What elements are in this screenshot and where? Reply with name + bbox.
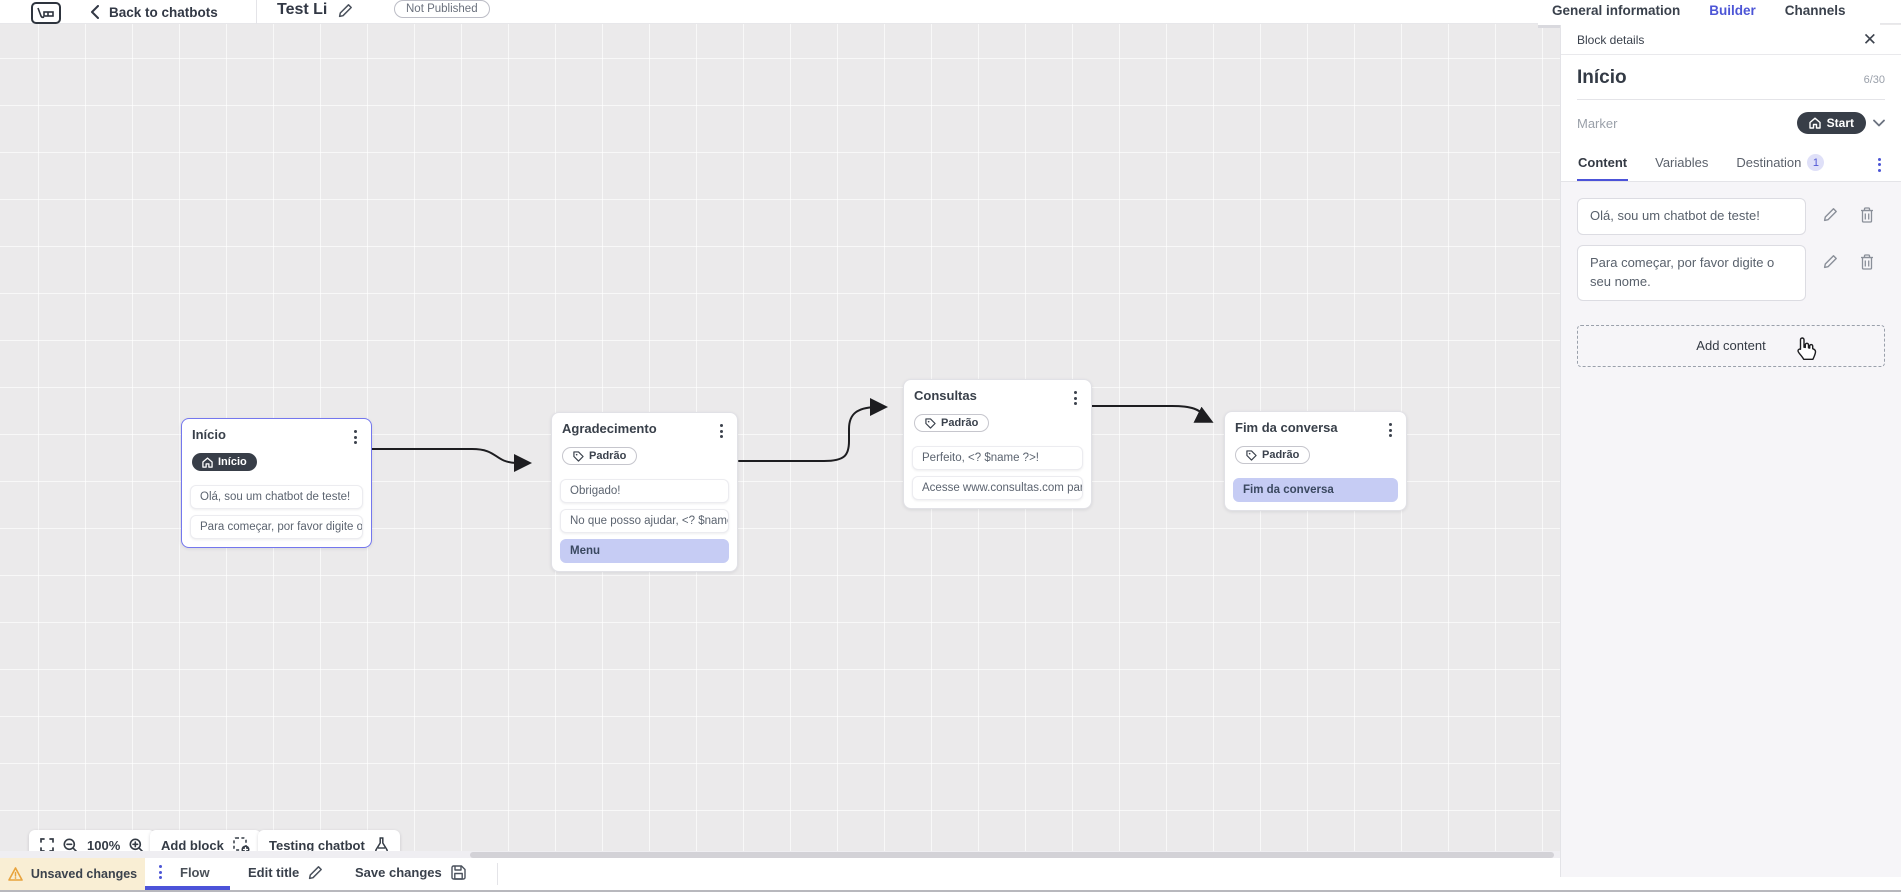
panel-title: Block details [1577,32,1645,47]
publish-status-badge: Not Published [394,0,490,18]
warning-icon [8,867,23,881]
node-item[interactable]: Obrigado! [560,479,729,503]
tab-builder[interactable]: Builder [1707,0,1758,28]
edit-message-icon[interactable] [1823,207,1838,228]
flow-node-inicio[interactable]: Início Início Olá, sou um chatbot de tes… [181,418,372,548]
fullscreen-icon[interactable] [40,838,54,852]
header-divider [256,0,257,24]
panel-tabs: Content Variables Destination 1 [1561,148,1901,182]
edit-message-icon[interactable] [1823,254,1838,275]
char-counter: 6/30 [1863,74,1885,86]
marker-start-badge[interactable]: Start [1796,112,1866,134]
node-item[interactable]: Perfeito, <? $name ?>! [912,446,1083,470]
flow-menu-icon[interactable] [155,862,166,882]
message-row: Olá, sou um chatbot de teste! [1577,198,1885,235]
node-menu-icon[interactable] [350,427,361,447]
node-tag: Padrão [562,447,638,465]
node-title: Agradecimento [562,421,657,436]
tab-channels[interactable]: Channels [1784,3,1846,18]
save-changes-button[interactable]: Save changes [355,858,466,886]
save-icon [451,864,466,880]
message-row: Para começar, por favor digite o seu nom… [1577,244,1885,301]
block-details-panel: Block details ✕ Início 6/30 Marker Start… [1560,25,1901,877]
tab-destination[interactable]: Destination 1 [1735,148,1825,182]
delete-message-icon[interactable] [1860,254,1874,275]
add-content-button[interactable]: Add content [1577,324,1885,367]
node-tag: Padrão [1235,446,1311,464]
node-item[interactable]: Olá, sou um chatbot de teste! [190,485,363,509]
tab-variables[interactable]: Variables [1655,155,1709,170]
message-text-field[interactable]: Olá, sou um chatbot de teste! [1577,198,1806,235]
node-item-menu[interactable]: Menu [560,539,729,563]
message-text-field[interactable]: Para começar, por favor digite o seu nom… [1577,244,1806,301]
edit-title-button[interactable]: Edit title [248,858,323,886]
node-menu-icon[interactable] [716,421,727,441]
node-tag: Padrão [914,414,990,432]
footer-divider [497,863,498,885]
app-logo-icon[interactable] [31,2,61,24]
flow-node-consultas[interactable]: Consultas Padrão Perfeito, <? $name ?>! … [903,379,1092,509]
home-icon [1808,117,1821,129]
tag-icon [1246,449,1257,461]
tab-flow[interactable]: Flow [145,858,230,890]
back-label: Back to chatbots [109,4,218,20]
block-name-input[interactable]: Início [1577,67,1627,88]
window-bottom-edge [0,890,1901,892]
node-menu-icon[interactable] [1385,420,1396,440]
node-item[interactable]: No que posso ajudar, <? $name ... [560,509,729,533]
pencil-icon [309,865,323,879]
scrollbar-thumb[interactable] [470,851,1554,858]
delete-message-icon[interactable] [1860,207,1874,228]
canvas-horizontal-scrollbar[interactable] [0,851,1560,858]
tab-general-information[interactable]: General information [1552,3,1681,18]
home-icon [202,456,213,468]
testing-chatbot-label: Testing chatbot [269,837,365,853]
tag-icon [573,450,584,462]
zoom-level: 100% [87,837,121,853]
node-title: Consultas [914,388,977,403]
builder-nav-tabs: General information Builder Channels [1538,0,1880,28]
panel-menu-icon[interactable] [1874,155,1885,175]
close-icon[interactable]: ✕ [1862,30,1877,49]
node-title: Fim da conversa [1235,420,1338,435]
chevron-left-icon [91,5,99,19]
destination-count-badge: 1 [1807,154,1825,171]
bot-title: Test Li [277,1,328,18]
node-menu-icon[interactable] [1070,388,1081,408]
zoom-in-icon[interactable] [129,838,144,853]
node-start-tag: Início [192,453,257,471]
chevron-down-icon[interactable] [1873,119,1885,127]
node-title: Início [192,427,226,442]
add-block-label: Add block [161,837,224,853]
back-to-chatbots-button[interactable]: Back to chatbots [90,0,218,24]
tag-icon [925,417,936,429]
node-item-fim[interactable]: Fim da conversa [1233,478,1398,502]
flow-node-agradecimento[interactable]: Agradecimento Padrão Obrigado! No que po… [551,412,738,572]
flow-node-fim-da-conversa[interactable]: Fim da conversa Padrão Fim da conversa [1224,411,1407,511]
zoom-out-icon[interactable] [63,838,78,853]
unsaved-changes-badge: Unsaved changes [0,858,145,890]
edit-bot-title-icon[interactable] [338,3,353,23]
node-item[interactable]: Para começar, por favor digite o ... [190,515,363,539]
node-item[interactable]: Acesse www.consultas.com par... [912,476,1083,500]
top-header: Back to chatbots Test Li Not Published G… [0,0,1901,28]
tab-content[interactable]: Content [1577,149,1629,181]
marker-label: Marker [1577,115,1618,131]
